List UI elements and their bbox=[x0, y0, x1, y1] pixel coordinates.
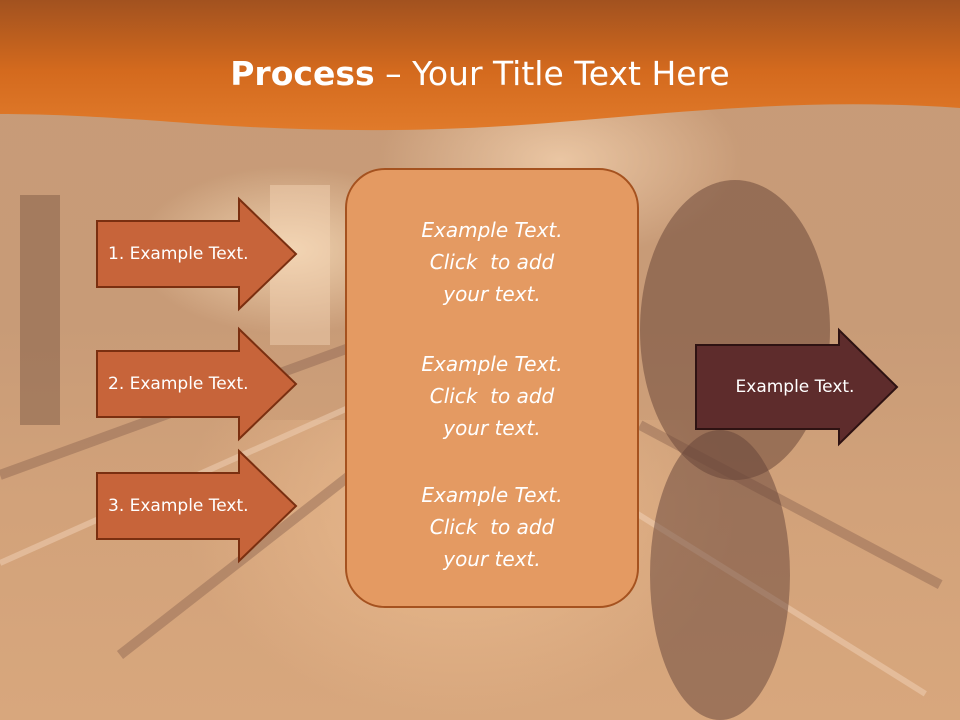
center-text-line: your text. bbox=[443, 547, 541, 571]
center-text-block-2[interactable]: Example Text. Click to add your text. bbox=[347, 348, 637, 444]
page-title: Process – Your Title Text Here bbox=[0, 52, 960, 96]
center-text-line: Click to add bbox=[429, 515, 555, 539]
bowler-silhouette bbox=[650, 430, 790, 720]
center-text-line: your text. bbox=[443, 416, 541, 440]
process-step-arrow-1[interactable]: 1. Example Text. bbox=[96, 196, 298, 312]
process-step-arrow-2[interactable]: 2. Example Text. bbox=[96, 326, 298, 442]
title-bold: Process bbox=[230, 54, 375, 93]
arrow-label: 1. Example Text. bbox=[108, 244, 249, 264]
header-shape bbox=[0, 0, 960, 131]
center-text-line: Example Text. bbox=[421, 218, 563, 242]
arrow-label: 3. Example Text. bbox=[108, 496, 249, 516]
center-text-line: Example Text. bbox=[421, 352, 563, 376]
arrow-shape bbox=[695, 327, 899, 447]
process-step-arrow-3[interactable]: 3. Example Text. bbox=[96, 448, 298, 564]
arrow-shape bbox=[96, 448, 298, 564]
header-band: Process – Your Title Text Here bbox=[0, 0, 960, 140]
center-text-line: your text. bbox=[443, 282, 541, 306]
center-content-box[interactable]: Example Text. Click to add your text. Ex… bbox=[345, 168, 639, 608]
arrow-label: Example Text. bbox=[735, 377, 855, 397]
center-text-line: Click to add bbox=[429, 384, 555, 408]
center-text-block-1[interactable]: Example Text. Click to add your text. bbox=[347, 214, 637, 310]
center-text-line: Click to add bbox=[429, 250, 555, 274]
result-arrow[interactable]: Example Text. bbox=[695, 327, 899, 447]
arrow-shape bbox=[96, 326, 298, 442]
arrow-shape bbox=[96, 196, 298, 312]
arrow-label: 2. Example Text. bbox=[108, 374, 249, 394]
background-pillar bbox=[20, 195, 60, 425]
title-rest: – Your Title Text Here bbox=[374, 54, 730, 93]
center-text-block-3[interactable]: Example Text. Click to add your text. bbox=[347, 479, 637, 575]
center-text-line: Example Text. bbox=[421, 483, 563, 507]
